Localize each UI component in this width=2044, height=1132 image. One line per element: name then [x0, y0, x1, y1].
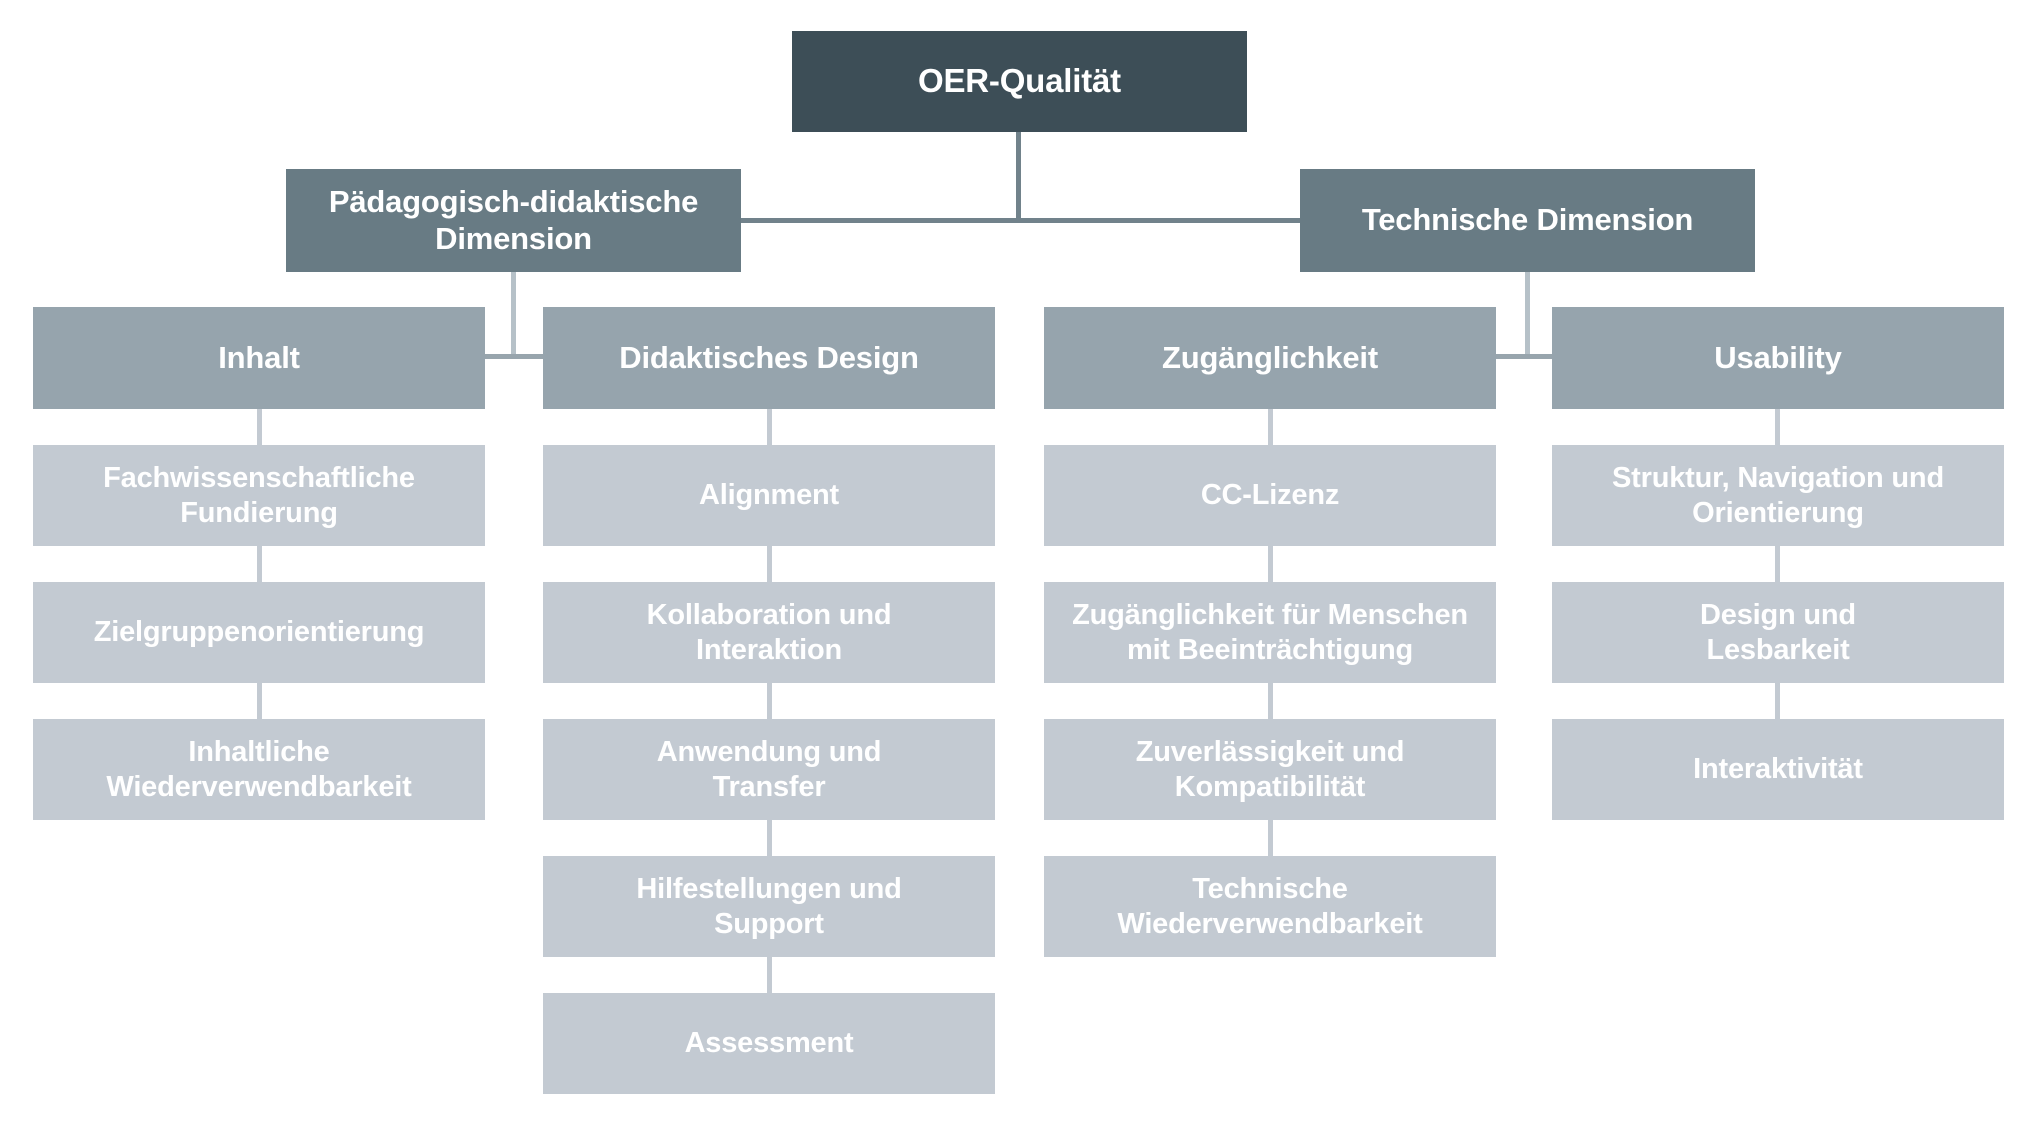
node-fachwissenschaftliche-fundierung: Fachwissenschaftliche Fundierung — [33, 445, 485, 546]
node-usability: Usability — [1552, 307, 2004, 409]
connector-dim-technische-horizontal — [1496, 354, 1552, 359]
connector-col3-link-2 — [1268, 683, 1273, 719]
connector-dim-technische-vertical — [1525, 272, 1530, 359]
node-cc-lizenz: CC-Lizenz — [1044, 445, 1496, 546]
connector-dim-paedagogisch-vertical — [511, 272, 516, 359]
connector-col3-link-3 — [1268, 820, 1273, 856]
node-kollaboration-und-interaktion: Kollaboration und Interaktion — [543, 582, 995, 683]
node-paedagogisch-didaktische-dimension: Pädagogisch-didaktische Dimension — [286, 169, 741, 272]
node-assessment: Assessment — [543, 993, 995, 1094]
connector-col2-link-2 — [767, 683, 772, 719]
connector-col4-link-1 — [1775, 546, 1780, 582]
node-didaktisches-design: Didaktisches Design — [543, 307, 995, 409]
connector-col4-link-2 — [1775, 683, 1780, 719]
node-inhaltliche-wiederverwendbarkeit: Inhaltliche Wiederverwendbarkeit — [33, 719, 485, 820]
node-zugaenglichkeit: Zugänglichkeit — [1044, 307, 1496, 409]
node-alignment: Alignment — [543, 445, 995, 546]
connector-col2-link-4 — [767, 957, 772, 993]
node-inhalt: Inhalt — [33, 307, 485, 409]
connector-col4-link-0 — [1775, 409, 1780, 445]
connector-col1-link-0 — [257, 409, 262, 445]
node-zuverlaessigkeit-und-kompatibilitaet: Zuverlässigkeit und Kompatibilität — [1044, 719, 1496, 820]
connector-col3-link-0 — [1268, 409, 1273, 445]
connector-col2-link-0 — [767, 409, 772, 445]
node-zugaenglichkeit-fuer-menschen: Zugänglichkeit für Menschen mit Beeinträ… — [1044, 582, 1496, 683]
connector-col2-link-1 — [767, 546, 772, 582]
node-technische-wiederverwendbarkeit: Technische Wiederverwendbarkeit — [1044, 856, 1496, 957]
node-struktur-navigation-und-orientierung: Struktur, Navigation und Orientierung — [1552, 445, 2004, 546]
connector-col1-link-2 — [257, 683, 262, 719]
connector-col2-link-3 — [767, 820, 772, 856]
node-anwendung-und-transfer: Anwendung und Transfer — [543, 719, 995, 820]
node-hilfestellungen-und-support: Hilfestellungen und Support — [543, 856, 995, 957]
connector-col1-link-1 — [257, 546, 262, 582]
connector-dim-paedagogisch-horizontal — [485, 354, 543, 359]
node-technische-dimension: Technische Dimension — [1300, 169, 1755, 272]
node-design-und-lesbarkeit: Design und Lesbarkeit — [1552, 582, 2004, 683]
connector-root-horizontal — [741, 218, 1300, 223]
connector-root-vertical — [1016, 132, 1021, 221]
node-interaktivitaet: Interaktivität — [1552, 719, 2004, 820]
connector-col3-link-1 — [1268, 546, 1273, 582]
node-zielgruppenorientierung: Zielgruppenorientierung — [33, 582, 485, 683]
node-oer-qualitaet: OER-Qualität — [792, 31, 1247, 132]
